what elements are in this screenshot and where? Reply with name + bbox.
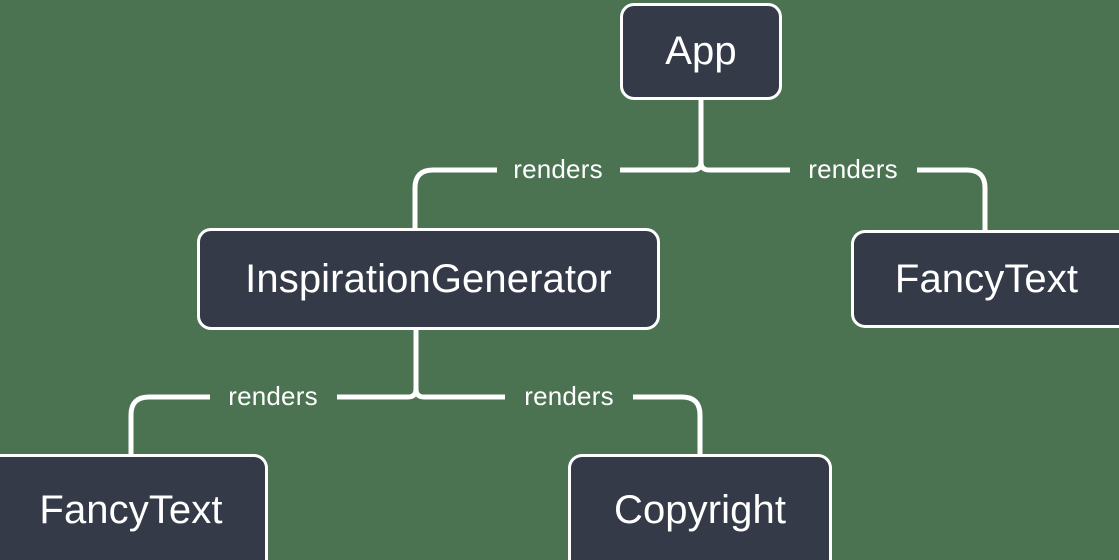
node-app[interactable]: App [620, 3, 782, 100]
edge-label-inspiration-generator-to-fancytext: renders [228, 381, 318, 411]
edge-label-app-to-inspiration-generator: renders [513, 154, 603, 184]
edge-inspiration-junction-left [390, 386, 419, 400]
node-fancytext-bottom-left-label: FancyText [39, 488, 223, 532]
node-inspiration-generator[interactable]: InspirationGenerator [197, 228, 660, 330]
node-fancytext-bottom-left[interactable]: FancyText [0, 454, 268, 560]
node-fancytext-right[interactable]: FancyText [851, 230, 1119, 328]
edge-app-junction-left [675, 159, 704, 173]
node-copyright[interactable]: Copyright [568, 454, 832, 560]
edge-inspiration-junction-right [413, 386, 442, 400]
edge-label-app-to-fancytext-right: renders [808, 154, 898, 184]
node-app-label: App [665, 29, 737, 73]
node-copyright-label: Copyright [613, 488, 787, 532]
node-inspiration-generator-label: InspirationGenerator [245, 256, 612, 301]
node-fancytext-right-label: FancyText [894, 256, 1079, 301]
edge-app-junction-right [698, 159, 727, 173]
edge-label-inspiration-generator-to-copyright: renders [524, 381, 614, 411]
